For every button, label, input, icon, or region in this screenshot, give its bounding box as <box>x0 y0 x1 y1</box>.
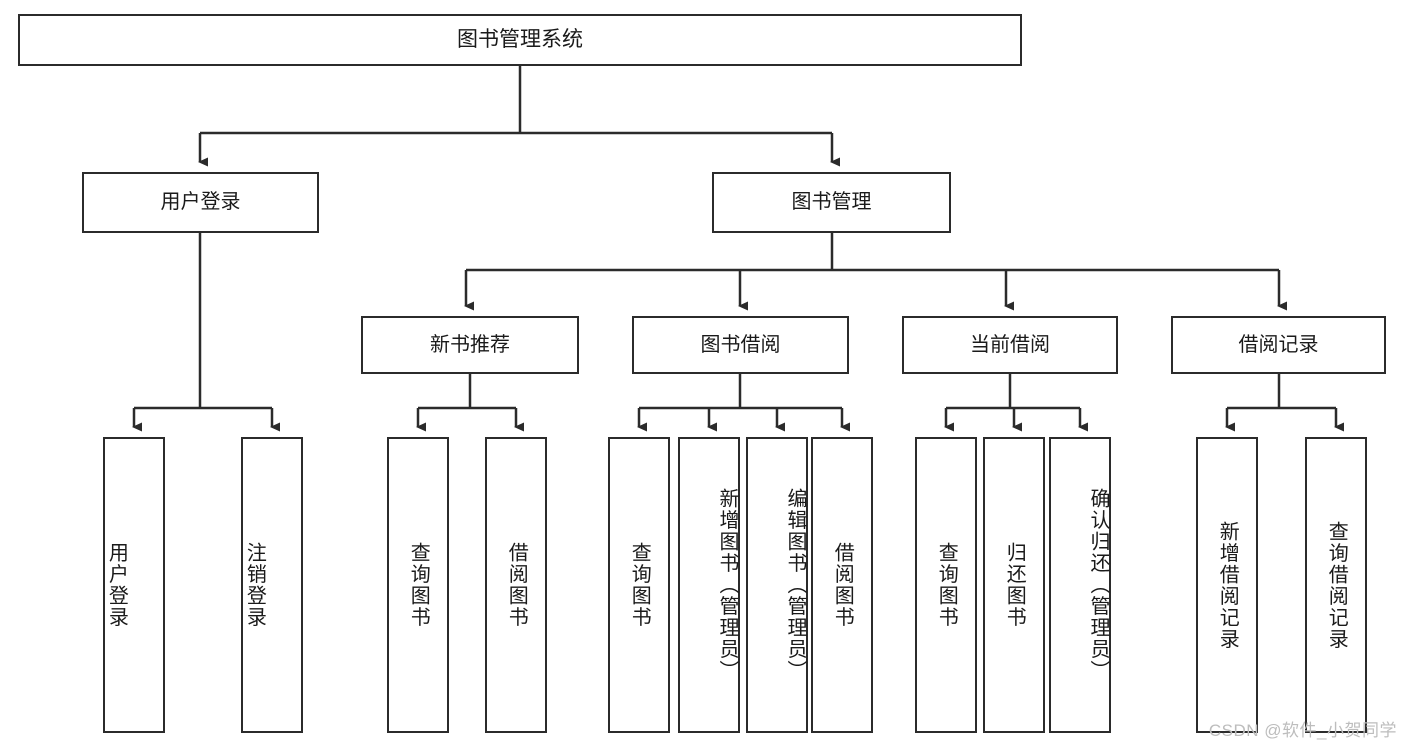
leaf-query-borrow-record[interactable]: 查询借阅记录 <box>1305 437 1367 733</box>
leaf-query-book-recommend[interactable]: 查询图书 <box>387 437 449 733</box>
node-label: 借阅记录 <box>1238 333 1319 356</box>
leaf-label: 新增借阅记录 <box>1216 520 1239 650</box>
leaf-label: 确认归还（管理员） <box>1087 488 1109 682</box>
leaf-label: 查询图书 <box>935 542 958 628</box>
csdn-watermark: CSDN @软件_小贺同学 <box>1208 721 1397 740</box>
leaf-label: 查询借阅记录 <box>1325 520 1348 650</box>
leaf-user-logout[interactable]: 注销登录 <box>241 437 303 733</box>
node-book-management[interactable]: 图书管理 <box>712 172 951 233</box>
leaf-query-book-borrow[interactable]: 查询图书 <box>608 437 670 733</box>
leaf-label: 用户登录 <box>105 542 128 628</box>
node-label: 图书管理 <box>791 191 872 214</box>
node-current-borrow[interactable]: 当前借阅 <box>902 316 1118 374</box>
node-label: 当前借阅 <box>970 333 1050 356</box>
leaf-label: 注销登录 <box>243 542 266 628</box>
leaf-add-borrow-record[interactable]: 新增借阅记录 <box>1196 437 1258 733</box>
leaf-label: 归还图书 <box>1003 542 1026 628</box>
leaf-borrow-book[interactable]: 借阅图书 <box>811 437 873 733</box>
leaf-add-book-admin[interactable]: 新增图书（管理员） <box>678 437 740 733</box>
node-label: 图书借阅 <box>700 333 781 356</box>
node-new-book-recommend[interactable]: 新书推荐 <box>361 316 579 374</box>
node-root-book-management-system[interactable]: 图书管理系统 <box>18 14 1022 66</box>
leaf-label: 新增图书（管理员） <box>716 488 738 682</box>
leaf-label: 借阅图书 <box>505 542 528 628</box>
leaf-label: 借阅图书 <box>831 542 854 628</box>
node-label: 用户登录 <box>160 191 241 214</box>
node-book-borrow[interactable]: 图书借阅 <box>632 316 849 374</box>
leaf-borrow-book-recommend[interactable]: 借阅图书 <box>485 437 547 733</box>
leaf-label: 查询图书 <box>628 542 651 628</box>
node-label: 图书管理系统 <box>457 28 583 52</box>
node-label: 新书推荐 <box>430 333 510 356</box>
leaf-user-login[interactable]: 用户登录 <box>103 437 165 733</box>
node-borrow-record[interactable]: 借阅记录 <box>1171 316 1386 374</box>
leaf-query-book-current[interactable]: 查询图书 <box>915 437 977 733</box>
leaf-label: 编辑图书（管理员） <box>784 488 806 682</box>
leaf-label: 查询图书 <box>407 542 430 628</box>
leaf-edit-book-admin[interactable]: 编辑图书（管理员） <box>746 437 808 733</box>
node-user-login[interactable]: 用户登录 <box>82 172 319 233</box>
leaf-return-book[interactable]: 归还图书 <box>983 437 1045 733</box>
leaf-confirm-return-admin[interactable]: 确认归还（管理员） <box>1049 437 1111 733</box>
